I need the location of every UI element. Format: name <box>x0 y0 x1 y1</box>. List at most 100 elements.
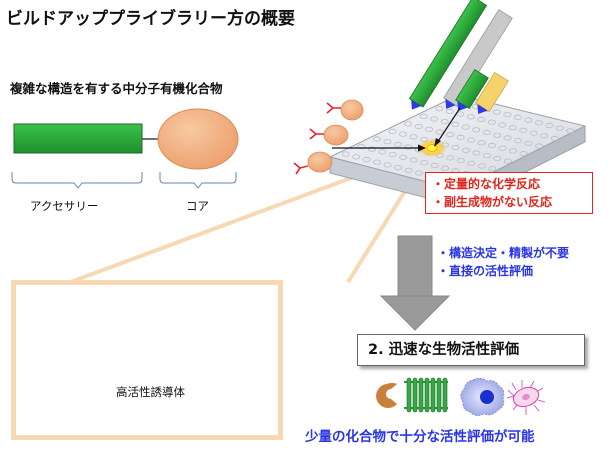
feature-item: ・定量的な化学反応 <box>432 177 541 191</box>
plate-well <box>352 154 361 160</box>
conclusion-text: 少量の化合物で十分な活性評価が可能 <box>305 429 535 445</box>
plate-well <box>482 153 491 159</box>
core-ellipse <box>157 108 239 170</box>
plate-well <box>415 170 424 176</box>
plate-well <box>430 162 439 169</box>
plate-well <box>446 155 455 161</box>
plate-well <box>404 144 413 150</box>
plate-well <box>493 132 502 138</box>
plate-well <box>383 162 392 168</box>
plate-well <box>451 145 460 151</box>
plate-well <box>393 141 402 147</box>
plate-well <box>487 119 496 125</box>
plate-well <box>472 150 481 156</box>
plate-well <box>367 146 376 152</box>
plate-well <box>519 127 528 133</box>
plate-well <box>503 112 512 118</box>
plate-well <box>524 140 533 146</box>
plate-well <box>466 114 475 120</box>
bacterium-icon <box>506 380 546 415</box>
plate-well <box>399 154 408 160</box>
plate-well <box>534 120 543 126</box>
plate-well <box>440 119 449 125</box>
bioassay-step-box: 2. 迅速な生物活性評価 <box>357 334 585 366</box>
plate-well <box>456 134 465 140</box>
plate-well <box>451 121 460 128</box>
plate-well <box>477 140 486 146</box>
plate-well <box>524 117 533 123</box>
plate-well <box>482 129 491 136</box>
plate-well <box>535 143 544 149</box>
benefit-item: ・直接の活性評価 <box>437 264 534 278</box>
plate-well <box>409 134 418 140</box>
derivative-box <box>11 280 283 440</box>
plate-well <box>519 151 528 157</box>
plate-well <box>388 128 397 134</box>
plate-well <box>394 165 403 171</box>
reaction-features-box: ・定量的な化学反応 ・副生成物がない反応 <box>425 172 593 214</box>
plate-well <box>545 122 554 129</box>
plate-well <box>383 139 392 145</box>
plate-well <box>409 157 418 163</box>
plate-well <box>425 126 434 132</box>
plate-well <box>388 152 397 158</box>
benefits-list: ・構造決定・精製が不要 ・直接の活性評価 <box>437 244 569 280</box>
plate-well <box>373 159 382 165</box>
plate-well <box>550 135 559 142</box>
plate-well <box>467 137 476 143</box>
accessory-label: アクセサリー <box>30 199 99 213</box>
plate-well <box>488 166 497 172</box>
plate-well <box>435 129 444 135</box>
plate-icon <box>328 94 587 207</box>
plate-well <box>445 108 454 115</box>
core-compounds <box>293 99 364 175</box>
plate-well <box>456 158 465 164</box>
cartridge-icon <box>408 0 513 115</box>
core-bracket <box>159 172 237 189</box>
plate-well <box>419 113 428 119</box>
plate-well <box>420 160 429 166</box>
plate-well <box>430 116 439 122</box>
page-title: ビルドアッププライブラリー方の概要 <box>6 9 295 29</box>
plate-well <box>362 156 371 163</box>
core-label: コア <box>186 199 209 213</box>
plate-well <box>472 127 481 133</box>
plate-well <box>540 133 549 139</box>
plate-well <box>514 138 523 144</box>
plate-well <box>503 158 512 164</box>
plate-well <box>398 131 407 137</box>
plate-well <box>487 142 496 149</box>
process-arrow <box>379 235 451 331</box>
plate-well <box>477 163 486 169</box>
plate-wells <box>341 98 575 187</box>
feature-item: ・副生成物がない反応 <box>432 195 553 209</box>
plate-well <box>508 148 517 154</box>
plate-well <box>477 116 486 123</box>
plate-well <box>503 135 512 141</box>
plate-well <box>341 151 350 157</box>
enzyme-icon <box>376 382 397 408</box>
plate-well <box>498 122 507 128</box>
plate-well <box>555 125 564 131</box>
cell-icon <box>460 377 505 416</box>
plate-well <box>404 121 413 127</box>
plate-well <box>414 123 423 130</box>
plate-well <box>513 114 522 121</box>
plate-well <box>467 160 476 166</box>
accessory-bracket <box>11 172 143 189</box>
plate-well <box>435 106 444 112</box>
plate-well <box>441 165 450 171</box>
plate-well <box>498 145 507 151</box>
membrane-receptor-icon <box>404 377 448 413</box>
plate-well <box>566 128 575 134</box>
plate-well <box>404 167 413 173</box>
plate-well <box>461 124 470 130</box>
plate-well <box>493 155 502 162</box>
benefit-item: ・構造決定・精製が不要 <box>437 246 570 260</box>
accessory-block <box>13 123 143 154</box>
plate-well <box>372 136 381 142</box>
plate-well <box>378 149 387 155</box>
derivative-label: 高活性誘導体 <box>116 385 185 399</box>
plate-well <box>508 125 517 131</box>
